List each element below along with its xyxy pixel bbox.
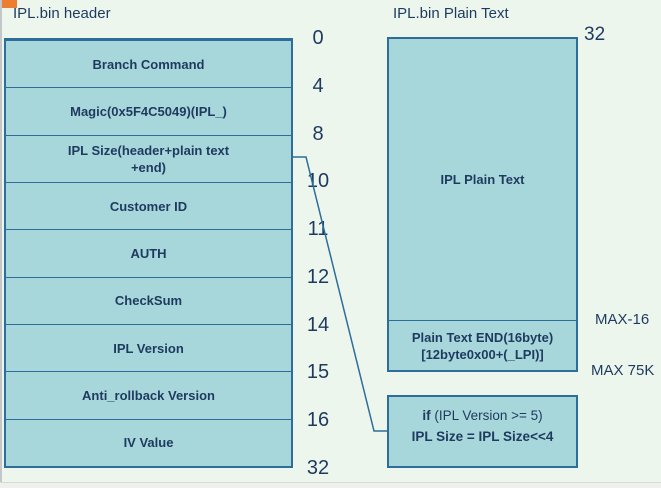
header-field-row: Customer ID xyxy=(6,181,291,229)
header-field-label: CheckSum xyxy=(114,293,183,309)
ipl-plain-text-title: IPL.bin Plain Text xyxy=(393,5,509,22)
header-field-row: CheckSum xyxy=(6,276,291,324)
plain-text-end-section: Plain Text END(16byte) [12byte0x00+(_LPI… xyxy=(389,320,576,370)
header-field-label: IV Value xyxy=(123,435,174,451)
header-field-label: Anti_rollback Version xyxy=(82,387,215,403)
ipl-plain-text-box: IPL Plain Text Plain Text END(16byte) [1… xyxy=(387,37,578,372)
window-bottom-strip xyxy=(0,482,661,488)
header-field-label: Customer ID xyxy=(109,198,188,214)
header-field-label: Magic(0x5F4C5049)(IPL_) xyxy=(70,103,227,119)
size-32-label: 32 xyxy=(584,24,606,45)
header-field-row: Anti_rollback Version xyxy=(6,371,291,418)
max-75k-label: MAX 75K xyxy=(591,362,655,379)
ipl-header-stack: Branch Command Magic(0x5F4C5049)(IPL_) I… xyxy=(4,38,293,468)
offset-column: 0 4 8 10 11 12 14 xyxy=(306,27,330,479)
header-field-row: AUTH xyxy=(6,229,291,276)
header-field-label: AUTH xyxy=(130,245,167,261)
window-left-edge xyxy=(0,0,2,488)
header-field-row: Magic(0x5F4C5049)(IPL_) xyxy=(6,87,291,134)
plain-text-end-line1: Plain Text END(16byte) xyxy=(411,329,554,345)
if-keyword: if xyxy=(422,408,431,423)
ipl-version-note-box: if (IPL Version >= 5) IPL Size = IPL Siz… xyxy=(387,395,578,468)
header-field-label: IPL Size(header+plain text +end) xyxy=(67,142,230,175)
header-field-row: Branch Command xyxy=(6,40,291,87)
selection-handle-marker xyxy=(2,0,17,8)
header-field-row: IPL Version xyxy=(6,323,291,371)
header-field-row: IPL Size(header+plain text +end) xyxy=(6,134,291,182)
header-field-label: Branch Command xyxy=(92,56,205,72)
note-condition-line: if (IPL Version >= 5) xyxy=(389,405,576,426)
plain-text-end-line2: [12byte0x00+(_LPI)] xyxy=(421,346,544,362)
ipl-plain-text-label: IPL Plain Text xyxy=(440,172,525,187)
header-field-row: IV Value xyxy=(6,418,291,466)
ipl-header-title: IPL.bin header xyxy=(13,5,111,22)
header-field-label: IPL Version xyxy=(113,340,184,356)
max-minus-16-label: MAX-16 xyxy=(595,311,650,328)
note-condition-rest: (IPL Version >= 5) xyxy=(430,408,543,423)
note-assignment-line: IPL Size = IPL Size<<4 xyxy=(411,429,554,444)
